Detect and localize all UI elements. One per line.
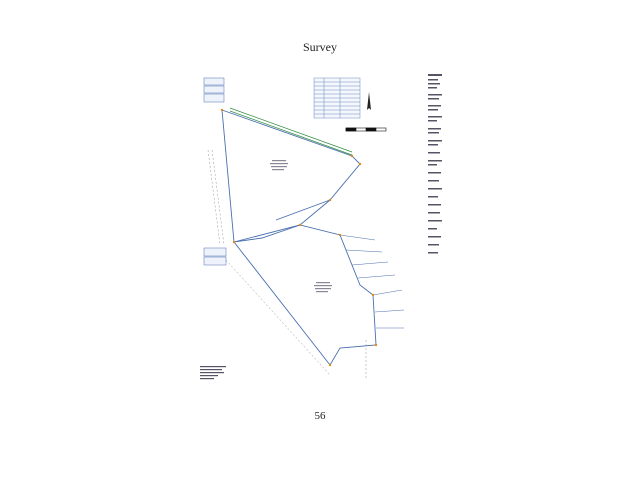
tract-2-boundary xyxy=(233,224,377,366)
survey-plat-drawing xyxy=(190,70,470,390)
north-arrow-icon xyxy=(367,92,371,110)
survey-notes xyxy=(428,74,442,254)
easement-lines xyxy=(207,149,367,380)
corner-markers xyxy=(220,108,378,367)
right-of-way-label-boxes xyxy=(203,77,227,266)
page-title: Survey xyxy=(303,40,337,54)
curve-table xyxy=(313,77,361,119)
adjacent-lots xyxy=(339,234,405,329)
page-number: 56 xyxy=(314,410,326,422)
scale-bar xyxy=(345,127,387,132)
road-strip xyxy=(229,107,353,156)
surveyor-stamp xyxy=(200,366,226,380)
tract-labels xyxy=(270,160,332,293)
tract-1-boundary xyxy=(221,109,361,243)
